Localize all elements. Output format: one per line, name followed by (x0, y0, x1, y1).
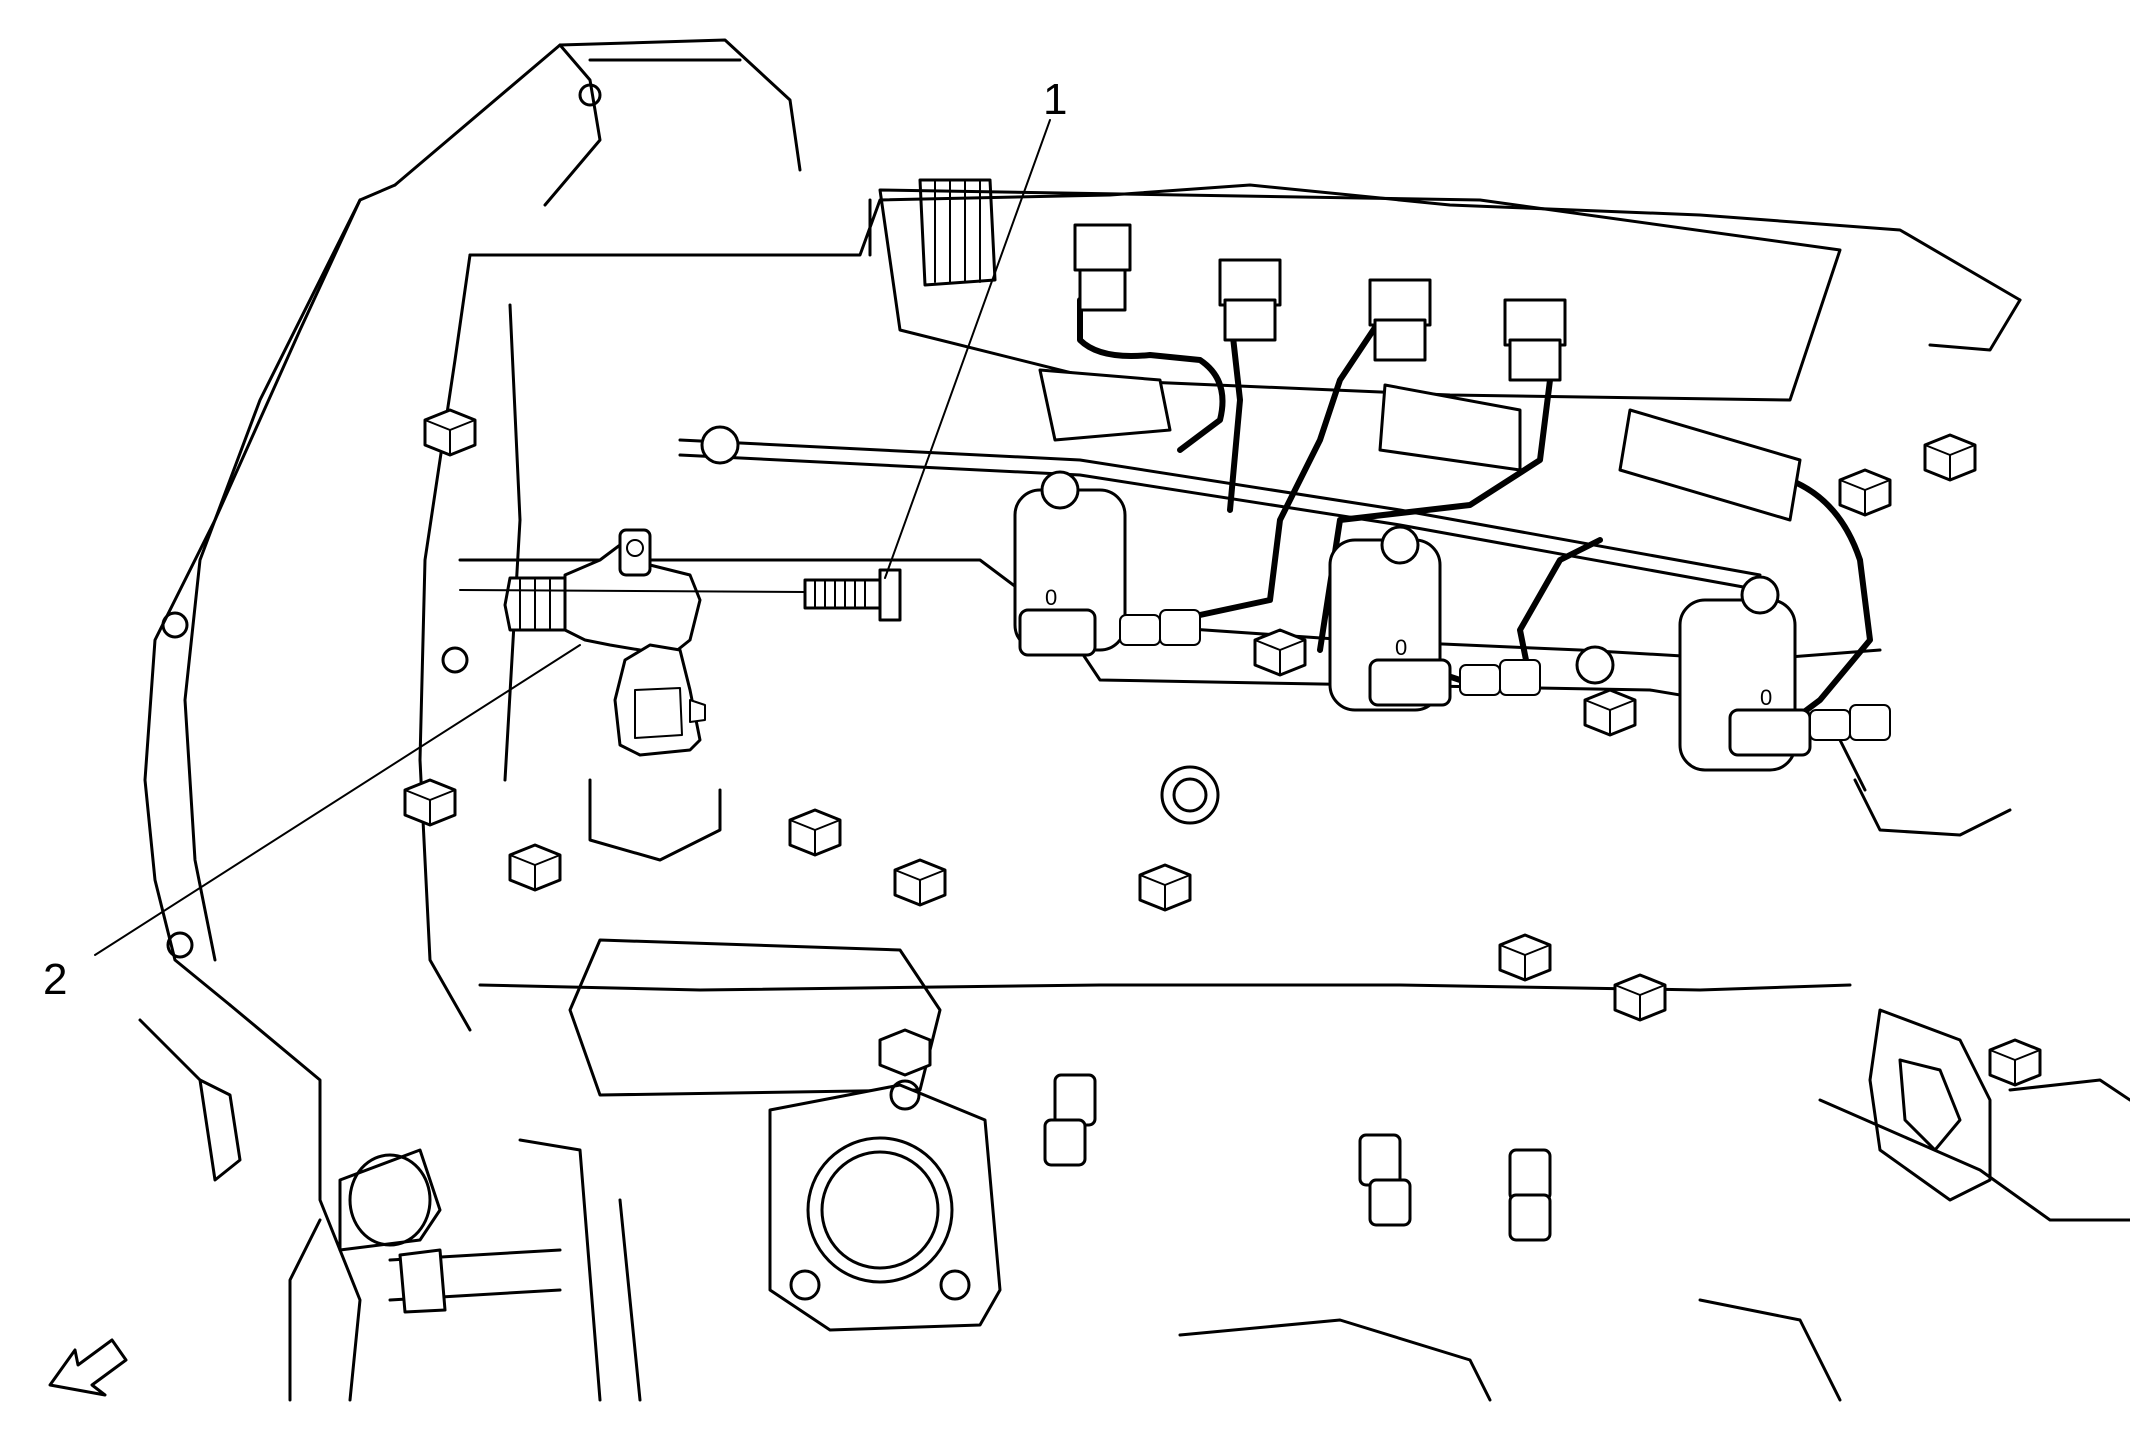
head-bolts (403, 408, 2042, 1087)
timing-cover (143, 38, 802, 1007)
injector-1: 0 (1013, 223, 1172, 657)
front-direction-arrow-icon (48, 1338, 128, 1397)
lower-housing (138, 1003, 1842, 1402)
svg-text:0: 0 (1045, 585, 1057, 610)
svg-text:0: 0 (1395, 635, 1407, 660)
callout-1-label: 1 (1043, 75, 1068, 124)
svg-text:0: 0 (1760, 685, 1772, 710)
flange (568, 938, 1002, 1332)
injectors: 0 0 0 (1013, 223, 1812, 772)
fuel-rail (878, 178, 2022, 402)
pipe-fittings (1119, 609, 1891, 741)
leader-line-1 (884, 119, 1051, 579)
leader-line-2 (94, 644, 581, 956)
injector-3 (1368, 278, 1522, 472)
leak-off-line (678, 425, 1780, 685)
injector-2: 0 (1218, 258, 1452, 712)
injector-4: 0 (1503, 298, 1812, 772)
callout-2-label: 2 (43, 955, 68, 1004)
right-bracket (1818, 1008, 2130, 1222)
sensor-bolt (803, 568, 902, 622)
studs (1043, 1073, 1552, 1242)
camshaft-position-sensor (503, 528, 706, 757)
assembly-centerline (459, 589, 806, 593)
